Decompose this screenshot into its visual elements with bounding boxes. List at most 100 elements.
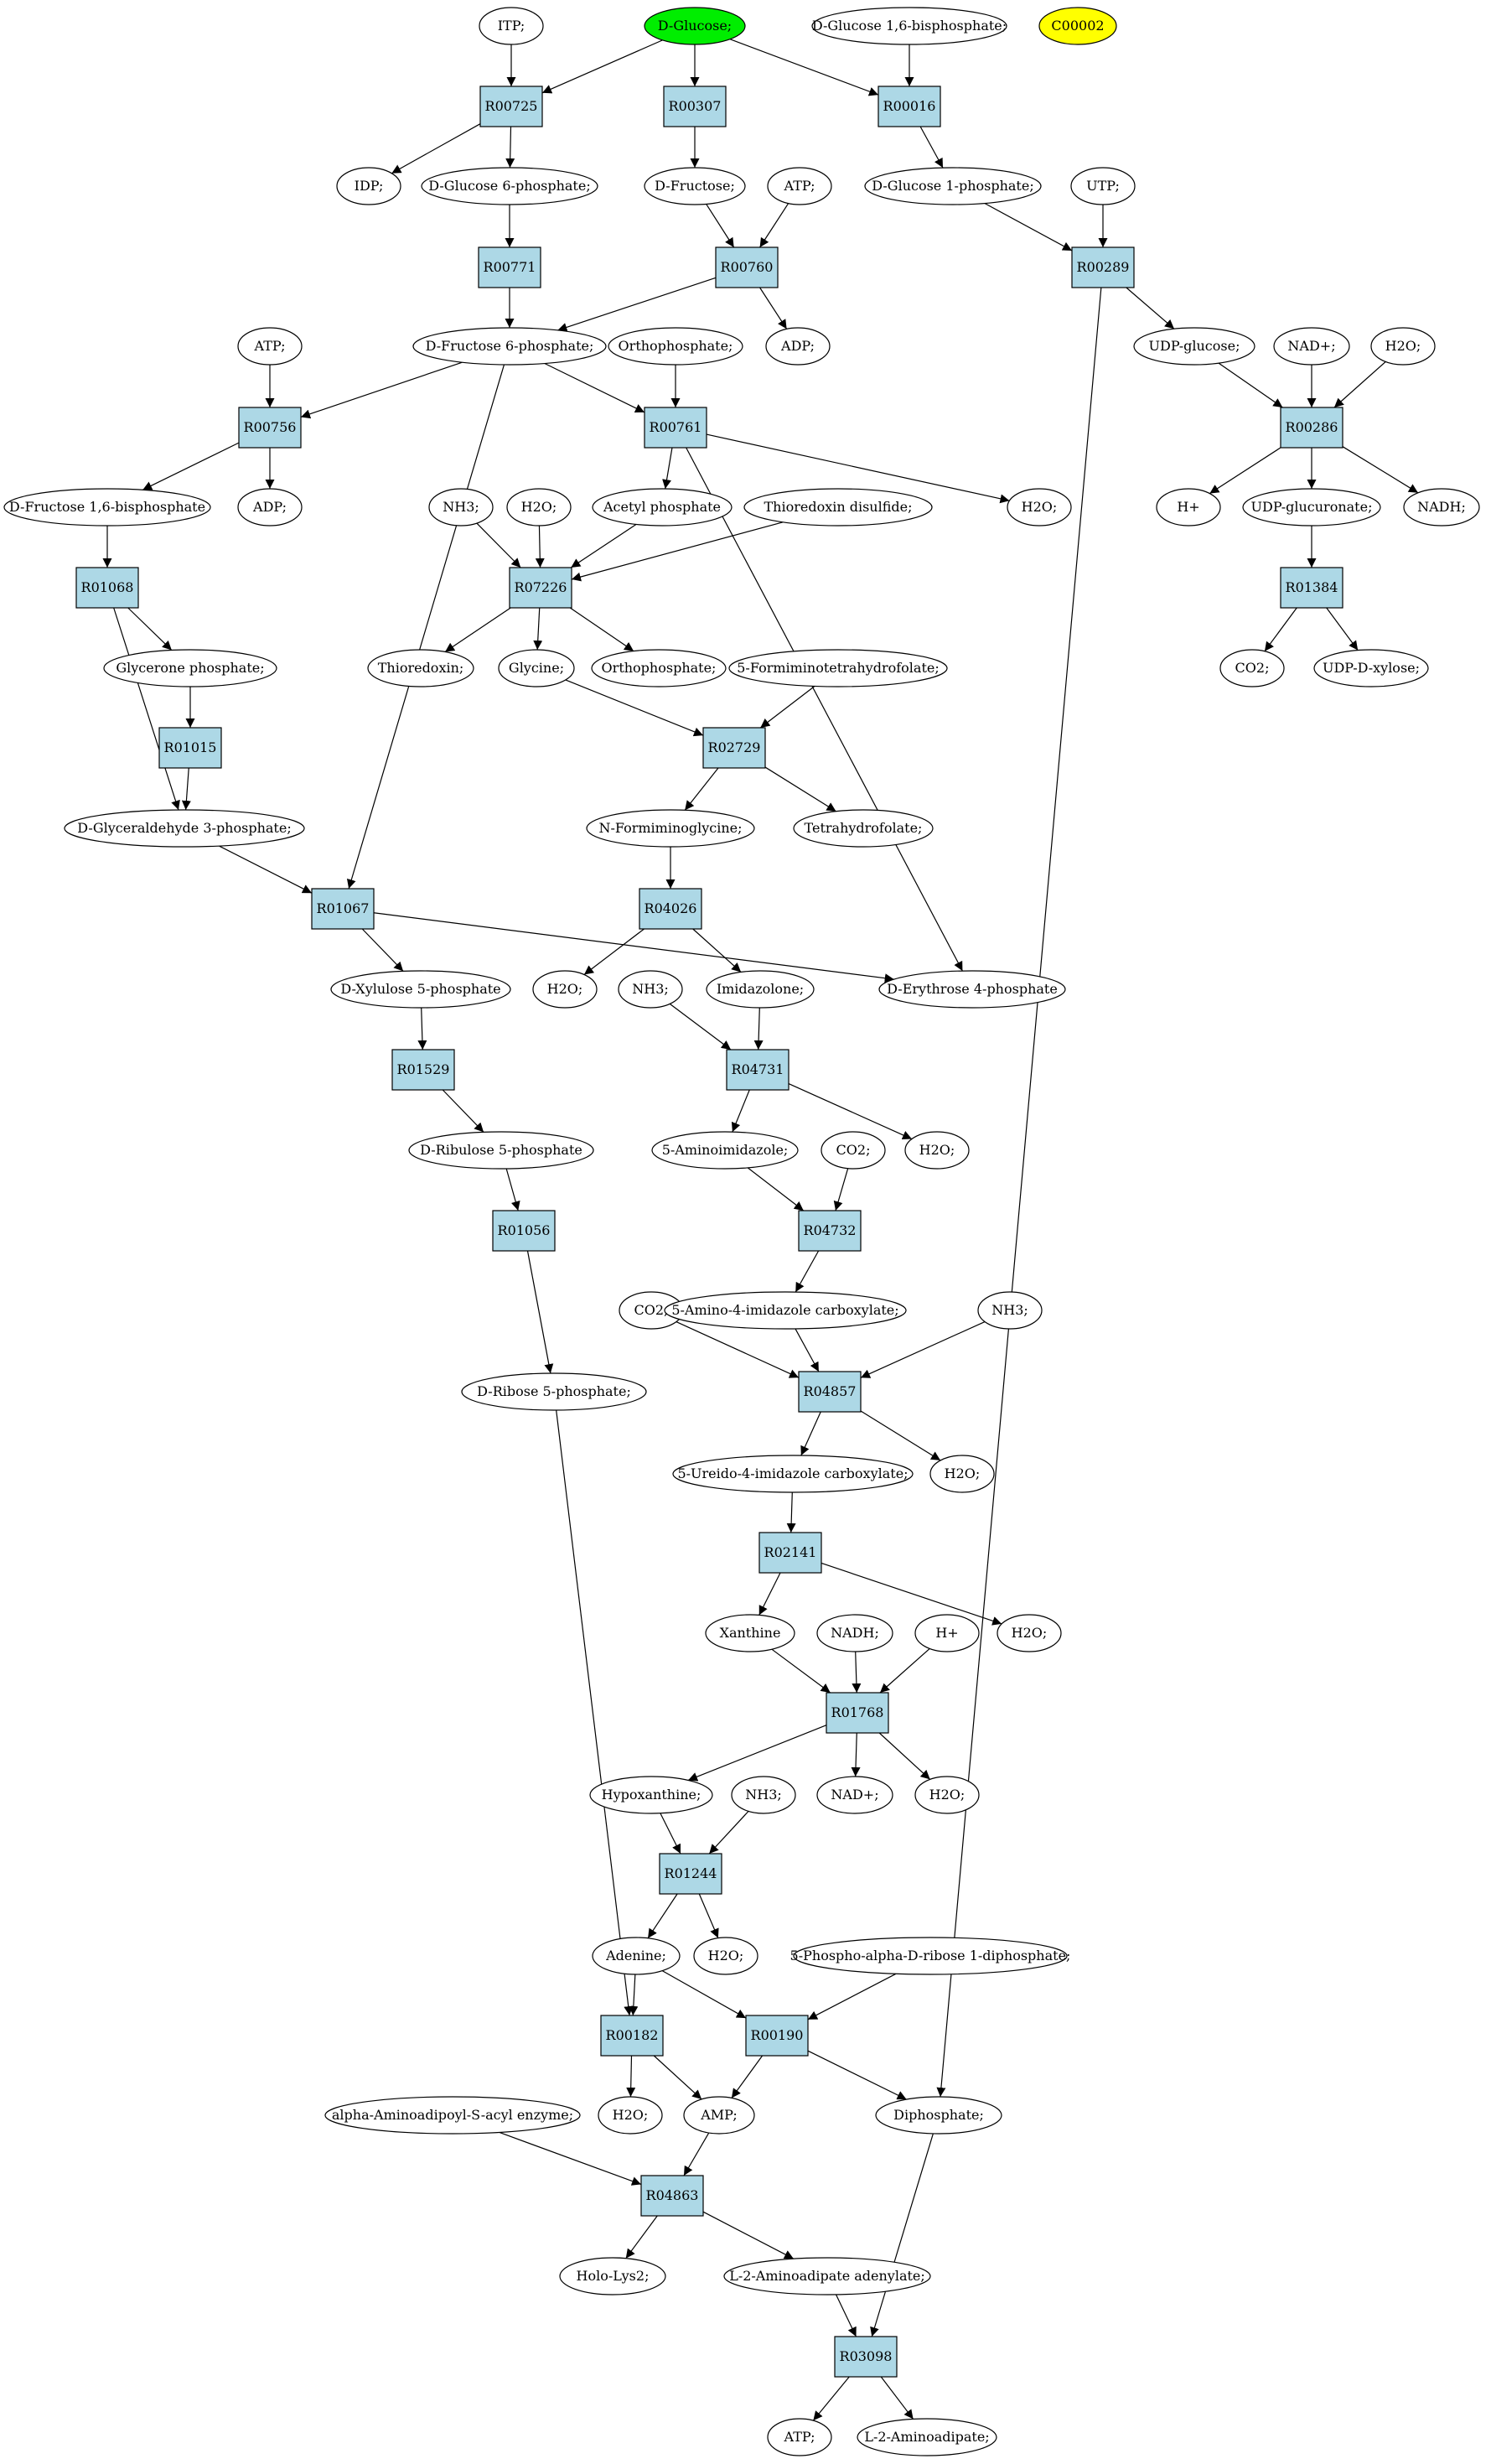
compound-node-c-fructose[interactable]: D-Fructose;: [644, 167, 746, 205]
compound-node-c-co2a[interactable]: CO2;: [1219, 649, 1285, 687]
compound-node-c-aminoimid[interactable]: 5-Aminoimidazole;: [651, 1131, 799, 1170]
reaction-node-r01768[interactable]: R01768: [826, 1692, 889, 1734]
reaction-node-r01015[interactable]: R01015: [158, 727, 222, 769]
reaction-node-r00190[interactable]: R00190: [745, 2015, 809, 2057]
compound-node-c-orthop1[interactable]: Orthophosphate;: [608, 327, 743, 366]
compound-node-c-glycerone[interactable]: Glycerone phosphate;: [103, 649, 277, 687]
compound-node-c-glucose[interactable]: D-Glucose;: [644, 7, 746, 45]
compound-node-c-adp2[interactable]: ADP;: [237, 488, 303, 527]
compound-node-c-c00002[interactable]: C00002: [1038, 7, 1117, 45]
compound-node-c-ureido[interactable]: 5-Ureido-4-imidazole carboxylate;: [672, 1455, 914, 1493]
reaction-node-r04863[interactable]: R04863: [640, 2175, 704, 2217]
compound-node-c-g6p[interactable]: D-Glucose 6-phosphate;: [421, 167, 598, 205]
compound-node-c-itp[interactable]: ITP;: [479, 7, 544, 45]
reaction-node-r00760[interactable]: R00760: [715, 246, 779, 288]
reaction-node-r02729[interactable]: R02729: [702, 727, 766, 769]
reaction-node-r01067[interactable]: R01067: [311, 888, 375, 930]
compound-node-c-aicarbox[interactable]: 5-Amino-4-imidazole carboxylate;: [664, 1291, 907, 1330]
reaction-node-r00289[interactable]: R00289: [1071, 246, 1135, 288]
reaction-node-r01529[interactable]: R01529: [391, 1049, 455, 1091]
compound-node-c-ga3p[interactable]: D-Glyceraldehyde 3-phosphate;: [64, 809, 305, 848]
compound-node-c-xanthine[interactable]: Xanthine: [705, 1614, 795, 1652]
compound-node-c-h2o5[interactable]: H2O;: [904, 1131, 970, 1170]
reaction-node-r07226[interactable]: R07226: [509, 567, 572, 609]
compound-node-c-h2o4[interactable]: H2O;: [532, 970, 598, 1009]
compound-node-c-h2o9[interactable]: H2O;: [693, 1937, 758, 1975]
compound-node-c-glycine[interactable]: Glycine;: [498, 649, 575, 687]
compound-node-c-g1p[interactable]: D-Glucose 1-phosphate;: [864, 167, 1042, 205]
compound-node-c-atp1[interactable]: ATP;: [767, 167, 832, 205]
compound-node-c-idp[interactable]: IDP;: [336, 167, 401, 205]
compound-node-c-h2o1[interactable]: H2O;: [1370, 327, 1436, 366]
compound-node-c-atp3[interactable]: ATP;: [767, 2418, 832, 2456]
compound-node-c-nadp[interactable]: NAD+;: [1273, 327, 1350, 366]
compound-node-c-udpglc[interactable]: UDP-glucose;: [1133, 327, 1255, 366]
compound-node-c-h2o6[interactable]: H2O;: [929, 1455, 995, 1493]
reaction-node-r00756[interactable]: R00756: [238, 407, 302, 449]
reaction-node-r01384[interactable]: R01384: [1280, 567, 1343, 609]
compound-node-c-h2o3[interactable]: H2O;: [1007, 488, 1072, 527]
compound-node-c-nadp2[interactable]: NAD+;: [816, 1776, 893, 1814]
compound-node-c-acetylp[interactable]: Acetyl phosphate: [592, 488, 733, 527]
compound-node-c-co2b[interactable]: CO2;: [821, 1131, 886, 1170]
reaction-node-r00761[interactable]: R00761: [644, 407, 707, 449]
compound-node-c-f16bp[interactable]: D-Fructose 1,6-bisphosphate: [3, 488, 211, 527]
reaction-node-r00182[interactable]: R00182: [600, 2015, 664, 2057]
compound-node-c-g16bp[interactable]: D-Glucose 1,6-bisphosphate;: [811, 7, 1007, 45]
reaction-node-r00725[interactable]: R00725: [479, 86, 543, 127]
compound-node-c-diphos[interactable]: Diphosphate;: [875, 2096, 1002, 2135]
compound-node-c-nh3b[interactable]: NH3;: [618, 970, 683, 1009]
compound-node-c-orthop2[interactable]: Orthophosphate;: [591, 649, 727, 687]
compound-node-c-h2o8[interactable]: H2O;: [914, 1776, 980, 1814]
compound-node-c-hplus2[interactable]: H+: [914, 1614, 980, 1652]
reaction-node-r04026[interactable]: R04026: [639, 888, 702, 930]
compound-node-c-prpp[interactable]: 5-Phospho-alpha-D-ribose 1-diphosphate;: [790, 1937, 1071, 1975]
reaction-node-r00307[interactable]: R00307: [663, 86, 727, 127]
compound-node-c-udpxyl[interactable]: UDP-D-xylose;: [1313, 649, 1429, 687]
reaction-node-r01068[interactable]: R01068: [75, 567, 139, 609]
compound-node-c-f6p[interactable]: D-Fructose 6-phosphate;: [412, 327, 607, 366]
reaction-node-r00771[interactable]: R00771: [478, 246, 541, 288]
reaction-node-r02141[interactable]: R02141: [758, 1532, 822, 1574]
compound-node-c-adenine[interactable]: Adenine;: [592, 1937, 681, 1975]
compound-node-c-hypox[interactable]: Hypoxanthine;: [589, 1776, 713, 1814]
compound-node-c-x5p[interactable]: D-Xylulose 5-phosphate: [330, 970, 511, 1009]
compound-node-c-l2aaadenyl[interactable]: L-2-Aminoadipate adenylate;: [723, 2257, 931, 2295]
compound-node-c-adp1[interactable]: ADP;: [765, 327, 831, 366]
compound-node-c-thiodis[interactable]: Thioredoxin disulfide;: [743, 488, 933, 527]
compound-node-c-nfgly[interactable]: N-Formiminoglycine;: [586, 809, 755, 848]
compound-node-c-hplus1[interactable]: H+: [1156, 488, 1221, 527]
compound-node-c-co2c[interactable]: CO2;: [619, 1291, 684, 1330]
compound-node-c-imidazolone[interactable]: Imidazolone;: [706, 970, 815, 1009]
compound-node-c-ru5p[interactable]: D-Ribulose 5-phosphate: [408, 1131, 594, 1170]
compound-node-c-amp[interactable]: AMP;: [683, 2096, 755, 2135]
compound-node-c-nadh1[interactable]: NADH;: [1403, 488, 1480, 527]
compound-node-c-nh3a[interactable]: NH3;: [428, 488, 494, 527]
compound-node-c-h2o2[interactable]: H2O;: [506, 488, 572, 527]
compound-node-c-udpglcur[interactable]: UDP-glucuronate;: [1242, 488, 1381, 527]
compound-node-c-r5p[interactable]: D-Ribose 5-phosphate;: [461, 1372, 647, 1411]
compound-node-c-nh3c[interactable]: NH3;: [977, 1291, 1043, 1330]
compound-node-c-e4p[interactable]: D-Erythrose 4-phosphate: [878, 970, 1066, 1009]
reaction-node-r01056[interactable]: R01056: [492, 1210, 556, 1252]
edge-R02141-to-c_xanthine: [758, 1572, 781, 1616]
reaction-node-r04732[interactable]: R04732: [798, 1210, 862, 1252]
compound-node-c-l2aa[interactable]: L-2-Aminoadipate;: [857, 2418, 997, 2456]
compound-node-c-hololys2[interactable]: Holo-Lys2;: [559, 2257, 666, 2295]
reaction-node-r03098[interactable]: R03098: [834, 2336, 898, 2378]
reaction-node-r00016[interactable]: R00016: [878, 86, 941, 127]
compound-node-c-h2o7[interactable]: H2O;: [997, 1614, 1062, 1652]
compound-node-c-fthf[interactable]: 5-Formiminotetrahydrofolate;: [728, 649, 948, 687]
reaction-node-r04731[interactable]: R04731: [726, 1049, 790, 1091]
compound-node-c-utp[interactable]: UTP;: [1070, 167, 1136, 205]
reaction-node-r00286[interactable]: R00286: [1280, 407, 1343, 449]
compound-node-c-nh3d[interactable]: NH3;: [731, 1776, 796, 1814]
compound-node-c-thioredoxin[interactable]: Thioredoxin;: [367, 649, 474, 687]
reaction-node-r01244[interactable]: R01244: [659, 1853, 722, 1895]
compound-node-c-thf[interactable]: Tetrahydrofolate;: [793, 809, 934, 848]
compound-node-c-h2o10[interactable]: H2O;: [598, 2096, 663, 2135]
reaction-node-r04857[interactable]: R04857: [798, 1371, 862, 1413]
compound-node-c-nadh2[interactable]: NADH;: [816, 1614, 893, 1652]
compound-node-c-aasacyl[interactable]: alpha-Aminoadipoyl-S-acyl enzyme;: [324, 2096, 581, 2135]
compound-node-c-atp2[interactable]: ATP;: [237, 327, 303, 366]
